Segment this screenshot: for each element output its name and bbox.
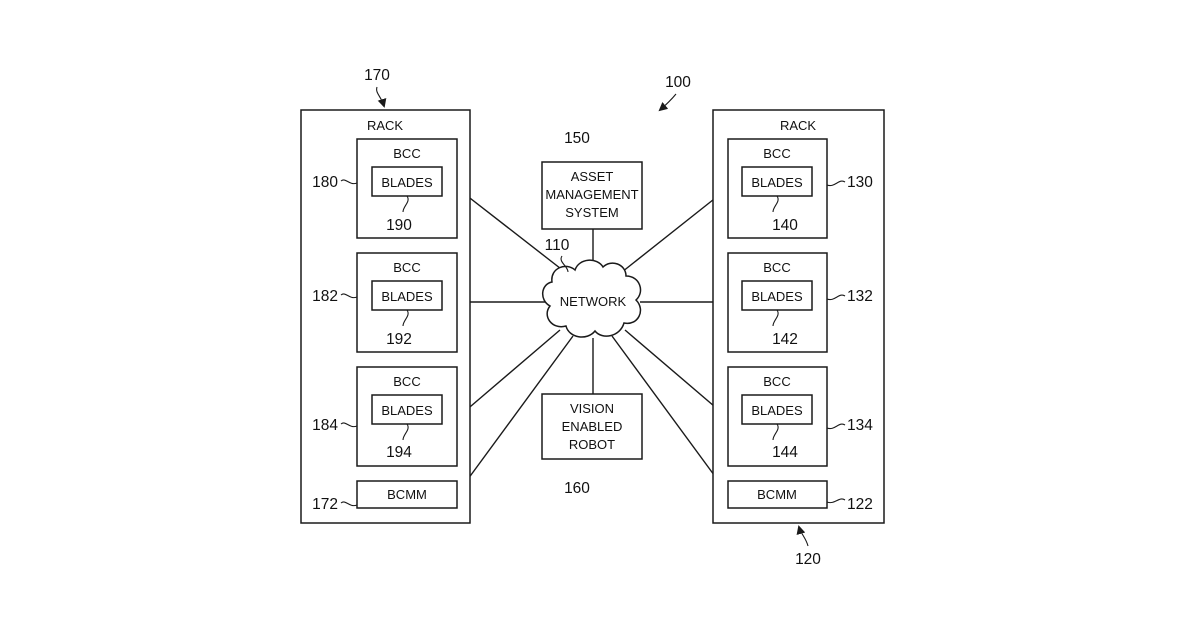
left-rack-title: RACK (367, 118, 403, 133)
asset-management-ref: 150 (564, 130, 590, 147)
bcc-184-title: BCC (393, 374, 420, 389)
left-rack-ref-arrow (377, 87, 384, 106)
right-rack-ref-arrow (799, 527, 808, 546)
bcmm-172-ref: 172 (312, 496, 338, 513)
bcc-182-title: BCC (393, 260, 420, 275)
blades-140-label: BLADES (751, 175, 803, 190)
right-rack-title: RACK (780, 118, 816, 133)
robot-line-2: ENABLED (562, 419, 623, 434)
bcmm-122-label: BCMM (757, 487, 797, 502)
blades-194-ref: 194 (386, 444, 412, 461)
bcc-130-ref: 130 (847, 174, 873, 191)
blades-144-ref: 144 (772, 444, 798, 461)
blades-140-ref: 140 (772, 217, 798, 234)
figure-ref-arrow (660, 94, 676, 110)
network-cloud: NETWORK 110 (543, 237, 641, 337)
robot-line-1: VISION (570, 401, 614, 416)
network-label: NETWORK (560, 294, 627, 309)
figure-ref-label: 100 (665, 74, 691, 91)
asset-management-system: 150 ASSET MANAGEMENT SYSTEM (542, 130, 642, 229)
left-rack: RACK 170 BCC BLADES 190 180 BCC BLADES 1… (301, 67, 470, 523)
right-rack-ref: 120 (795, 551, 821, 568)
robot-ref: 160 (564, 480, 590, 497)
blades-192-label: BLADES (381, 289, 433, 304)
blades-192-ref: 192 (386, 331, 412, 348)
asset-management-line-2: MANAGEMENT (545, 187, 638, 202)
bcmm-172-label: BCMM (387, 487, 427, 502)
blades-142-label: BLADES (751, 289, 803, 304)
bcmm-122-ref: 122 (847, 496, 873, 513)
bcc-184-ref: 184 (312, 417, 338, 434)
asset-management-line-3: SYSTEM (565, 205, 618, 220)
bcc-130-title: BCC (763, 146, 790, 161)
bcc-134-title: BCC (763, 374, 790, 389)
blades-144-label: BLADES (751, 403, 803, 418)
bcc-134-ref: 134 (847, 417, 873, 434)
bcc-132-title: BCC (763, 260, 790, 275)
blades-190-label: BLADES (381, 175, 433, 190)
blades-194-label: BLADES (381, 403, 433, 418)
left-rack-ref: 170 (364, 67, 390, 84)
robot-line-3: ROBOT (569, 437, 615, 452)
right-rack: RACK 120 BCC BLADES 140 130 BCC BLADES 1… (713, 110, 884, 568)
blades-190-ref: 190 (386, 217, 412, 234)
blades-142-ref: 142 (772, 331, 798, 348)
vision-enabled-robot: VISION ENABLED ROBOT 160 (542, 394, 642, 497)
figure-reference: 100 (660, 74, 691, 110)
bcc-132-ref: 132 (847, 288, 873, 305)
bcc-180-ref: 180 (312, 174, 338, 191)
asset-management-line-1: ASSET (571, 169, 614, 184)
network-ref: 110 (545, 237, 570, 254)
bcc-182-ref: 182 (312, 288, 338, 305)
bcc-180-title: BCC (393, 146, 420, 161)
